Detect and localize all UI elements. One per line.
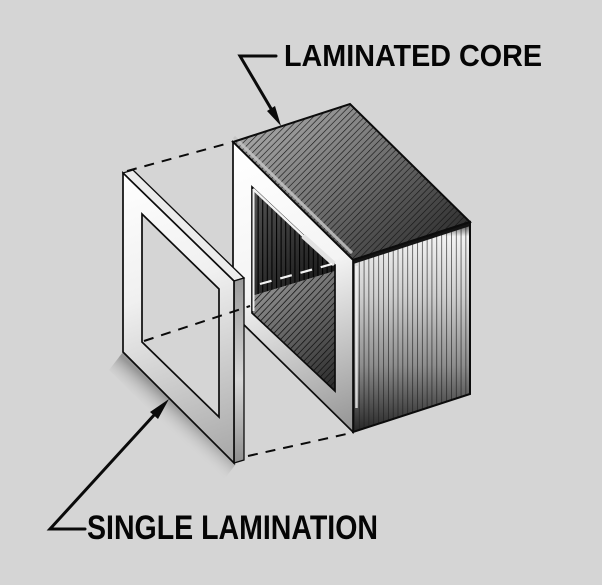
core-right-face	[352, 220, 471, 434]
arrowhead-lamination	[150, 399, 169, 419]
leader-line-core	[237, 54, 278, 114]
core-ridge-edge	[352, 222, 471, 264]
window-corner-highlight	[301, 234, 336, 266]
projection-dashed-lines	[126, 142, 352, 457]
callout-laminated-core: LAMINATED CORE	[237, 38, 542, 126]
lamination-shadow	[109, 352, 236, 482]
callout-single-lamination: SINGLE LAMINATION	[46, 399, 378, 547]
lamination-side-thickness	[233, 277, 245, 464]
label-laminated-core: LAMINATED CORE	[284, 38, 542, 73]
top-face-highlight	[232, 135, 354, 255]
leader-line-lamination	[46, 412, 157, 531]
label-single-lamination: SINGLE LAMINATION	[87, 509, 378, 547]
core-window-interior	[252, 187, 335, 391]
arrowhead-core	[267, 106, 281, 126]
dashed-line-middle	[143, 305, 251, 342]
lamination-front-face	[122, 170, 235, 466]
single-lamination-3d	[121, 169, 246, 466]
laminated-core-3d	[231, 102, 472, 435]
